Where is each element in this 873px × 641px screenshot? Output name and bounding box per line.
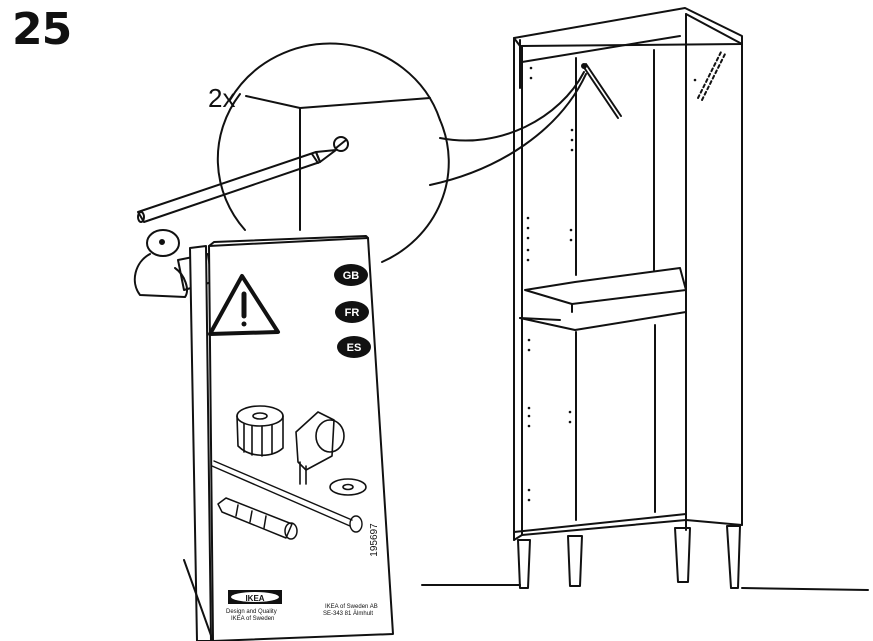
quantity-label: 2x — [208, 83, 235, 113]
badge-gb-label: GB — [343, 270, 360, 282]
wall-plug-part-icon — [217, 497, 298, 540]
washer-part-icon — [329, 478, 367, 496]
knob-part-icon — [236, 405, 284, 457]
ikea-logo-text: IKEA — [245, 594, 264, 603]
language-badge-es — [337, 336, 371, 358]
part-number: 195697 — [369, 523, 380, 557]
badge-es-label: ES — [347, 342, 362, 354]
design-line-2: IKEA of Sweden — [231, 616, 274, 622]
design-line-1: Design and Quality — [226, 609, 277, 615]
ikea-logo — [228, 590, 282, 604]
cabinet — [513, 7, 743, 589]
badge-fr-label: FR — [345, 307, 360, 319]
bracket-part-icon — [295, 411, 345, 485]
pencil-icon — [137, 149, 337, 223]
address-line-2: SE-343 81 Älmhult — [323, 610, 373, 617]
step-number: 25 — [12, 4, 72, 55]
warning-triangle-icon — [208, 274, 280, 336]
detail-callout — [137, 42, 587, 263]
address-line-1: IKEA of Sweden AB — [325, 604, 378, 610]
floor-line-right — [741, 587, 869, 591]
long-screw-part-icon — [211, 460, 363, 533]
language-badge-gb — [334, 264, 368, 286]
language-badge-fr — [335, 301, 369, 323]
safety-leaflet — [183, 235, 394, 641]
